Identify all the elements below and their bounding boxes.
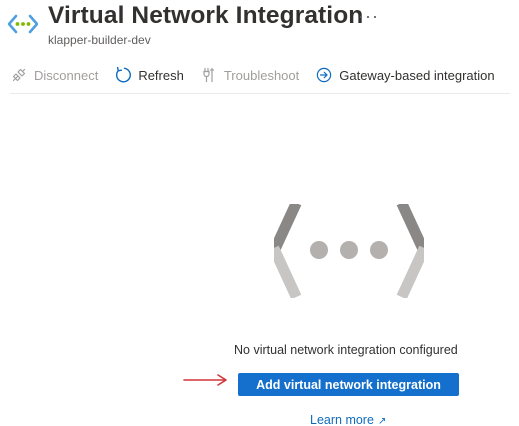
disconnect-button[interactable]: Disconnect	[10, 66, 98, 84]
annotation-arrow-icon	[183, 374, 227, 386]
gateway-based-integration-label: Gateway-based integration	[339, 67, 495, 83]
page-title: Virtual Network Integration	[48, 2, 364, 29]
refresh-label: Refresh	[138, 67, 184, 83]
vnet-illustration	[274, 204, 424, 298]
add-vnet-integration-button[interactable]: Add virtual network integration	[238, 373, 459, 396]
troubleshoot-label: Troubleshoot	[223, 67, 300, 83]
disconnect-label: Disconnect	[34, 67, 99, 83]
gateway-based-integration-button[interactable]: Gateway-based integration	[315, 66, 495, 84]
blade-header: Virtual Network Integration klapper-buil…	[8, 2, 363, 48]
title-block: Virtual Network Integration klapper-buil…	[48, 2, 363, 48]
external-link-icon: ↗	[377, 416, 387, 426]
empty-state-message: No virtual network integration configure…	[234, 343, 458, 357]
troubleshoot-icon	[200, 66, 218, 84]
gateway-arrow-icon	[315, 66, 333, 84]
refresh-icon	[114, 66, 132, 84]
troubleshoot-button[interactable]: Troubleshoot	[200, 66, 299, 84]
disconnect-icon	[10, 66, 28, 84]
resource-name: klapper-builder-dev	[48, 33, 151, 47]
vnet-integration-icon	[8, 14, 38, 34]
learn-more-link[interactable]: Learn more↗	[310, 413, 386, 426]
refresh-button[interactable]: Refresh	[114, 66, 184, 84]
learn-more-label: Learn more	[310, 413, 374, 426]
more-options-button[interactable]: ···	[358, 6, 379, 26]
command-bar: Disconnect Refresh Troubleshoot	[10, 61, 510, 94]
